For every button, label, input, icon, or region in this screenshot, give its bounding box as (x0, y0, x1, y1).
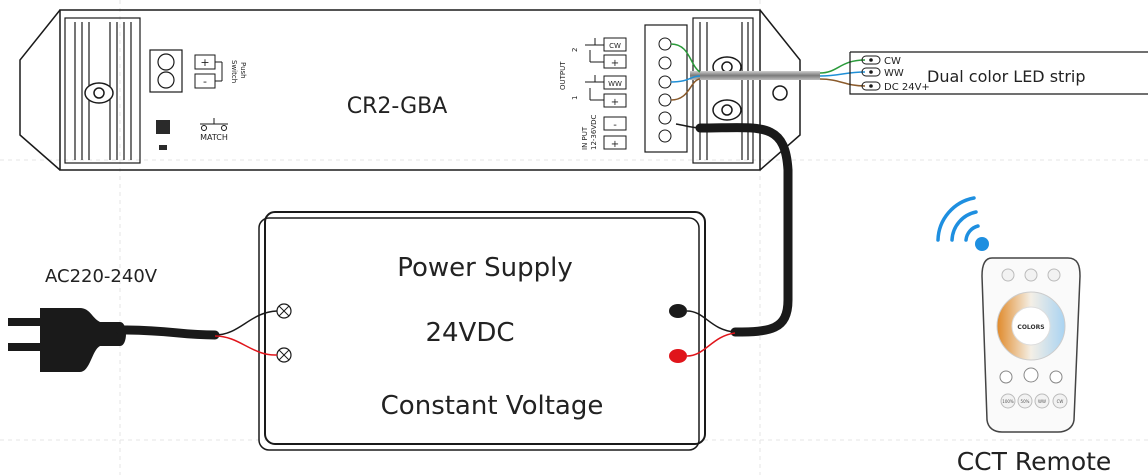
controller-model: CR2-GBA (347, 94, 448, 119)
strip-cw: CW (884, 56, 901, 67)
out1-plus: + (611, 97, 619, 108)
output-markings: OUTPUT 2 1 CW + WW + (559, 37, 627, 108)
remote-key-100: 100% (1002, 399, 1014, 404)
switch-plus: + (200, 56, 209, 69)
match-label: MATCH (200, 133, 228, 142)
input-markings: IN PUT 12-36VDC - + (581, 114, 627, 150)
remote-mid-buttons (999, 367, 1063, 384)
input-label: IN PUT (581, 126, 589, 150)
output-wires (670, 43, 866, 101)
left-screw (84, 82, 114, 104)
output-cable (690, 71, 820, 80)
remote-key-50: 50% (1021, 399, 1030, 404)
strip-dc: DC 24V+ (884, 82, 930, 93)
channel-1: 1 (571, 96, 579, 100)
right-flange-screw (772, 85, 788, 101)
input-plus: + (611, 139, 619, 150)
controller-body (59, 9, 761, 171)
remote-key-ww: WW (1038, 399, 1046, 404)
right-fins (692, 17, 754, 164)
led-strip: CW WW DC 24V+ Dual color LED strip (849, 51, 1148, 95)
led-strip-label: Dual color LED strip (927, 67, 1086, 86)
ac-plug: AC220-240V (8, 266, 278, 372)
power-supply: Power Supply 24VDC Constant Voltage (258, 211, 736, 451)
match-button: MATCH (156, 118, 228, 150)
strip-ww: WW (884, 68, 904, 79)
psu-voltage: 24VDC (425, 318, 514, 348)
input-minus: - (613, 120, 617, 131)
ww-terminal: WW (608, 80, 622, 88)
ac-label: AC220-240V (45, 266, 158, 287)
switch-label: Switch (230, 60, 238, 83)
terminal-strip (644, 24, 688, 153)
dc-output-terminals (669, 304, 687, 363)
cct-remote: COLORS 100% 50% WW CW CCT Remote (936, 196, 1112, 475)
out2-plus: + (611, 58, 619, 69)
left-fins (64, 17, 141, 164)
cw-terminal: CW (609, 42, 621, 50)
controller: + - Switch Push MATCH CR2-GBA OUTPUT 2 1… (19, 9, 801, 171)
input-cable (675, 123, 793, 337)
switch-terminal (149, 49, 183, 93)
remote-brand: COLORS (1017, 324, 1044, 331)
right-screws (712, 56, 742, 121)
psu-mode: Constant Voltage (381, 391, 604, 421)
remote-top-buttons (1001, 268, 1061, 282)
output-label: OUTPUT (559, 61, 567, 90)
remote-bottom-keys (1000, 393, 1068, 409)
push-label: Push (239, 62, 247, 79)
switch-minus: - (203, 75, 207, 88)
remote-label: CCT Remote (957, 447, 1112, 475)
wireless-signal-icon (936, 196, 989, 251)
psu-title: Power Supply (397, 253, 572, 283)
remote-key-cw: CW (1057, 399, 1064, 404)
channel-2: 2 (571, 48, 579, 52)
input-range: 12-36VDC (590, 114, 598, 150)
switch-polarity: + - Switch Push (194, 54, 247, 89)
